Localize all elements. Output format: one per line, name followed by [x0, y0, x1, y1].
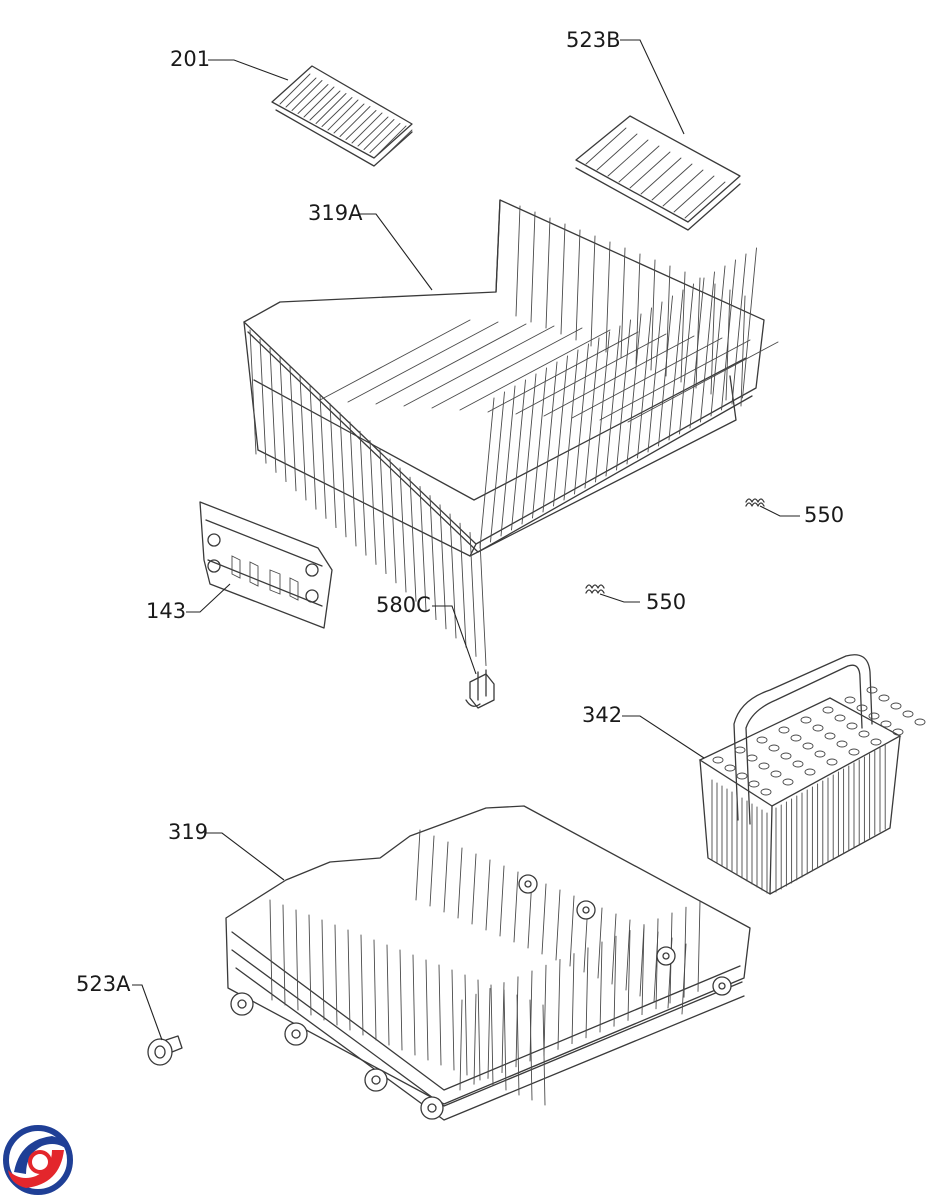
leader-342 — [622, 715, 705, 759]
wheel — [364, 1068, 388, 1092]
callout-319A: 319A — [308, 201, 363, 225]
leader-523A — [132, 984, 163, 1041]
part-550-spring-right — [745, 498, 765, 507]
wheel — [518, 874, 538, 894]
leader-319 — [204, 832, 285, 881]
callout-201: 201 — [170, 47, 211, 71]
part-580C-clip — [465, 669, 495, 709]
leader-550b — [599, 593, 640, 603]
callout-342: 342 — [582, 703, 623, 727]
leader-319A — [360, 213, 433, 291]
part-201-cup-shelf — [271, 65, 413, 167]
part-143-rail-bracket — [199, 501, 333, 629]
part-319-lower-basket — [225, 805, 751, 1121]
callout-143: 143 — [146, 599, 187, 623]
wheel — [284, 1022, 308, 1046]
leader-523B — [620, 39, 685, 135]
part-342-cutlery-basket — [698, 654, 926, 895]
callout-523A: 523A — [76, 972, 131, 996]
wheel — [420, 1096, 444, 1120]
part-319A-upper-basket — [243, 199, 779, 667]
wheel — [230, 992, 254, 1016]
callout-550-right: 550 — [804, 503, 845, 527]
wheel — [656, 946, 676, 966]
leader-550a — [759, 505, 800, 517]
leader-lines — [132, 39, 800, 1041]
part-550-spring-center — [585, 584, 605, 594]
leader-143 — [186, 583, 231, 613]
part-523A-wheel — [147, 1035, 183, 1066]
part-523B-tine-row — [575, 115, 741, 231]
callout-580C: 580C — [376, 593, 431, 617]
leader-201 — [208, 59, 289, 81]
wheel — [712, 976, 732, 996]
wheel — [576, 900, 596, 920]
callout-550-center: 550 — [646, 590, 687, 614]
callout-523B: 523B — [566, 28, 621, 52]
callout-319: 319 — [168, 820, 209, 844]
brand-logo — [3, 1125, 73, 1195]
leader-580C — [432, 605, 477, 675]
